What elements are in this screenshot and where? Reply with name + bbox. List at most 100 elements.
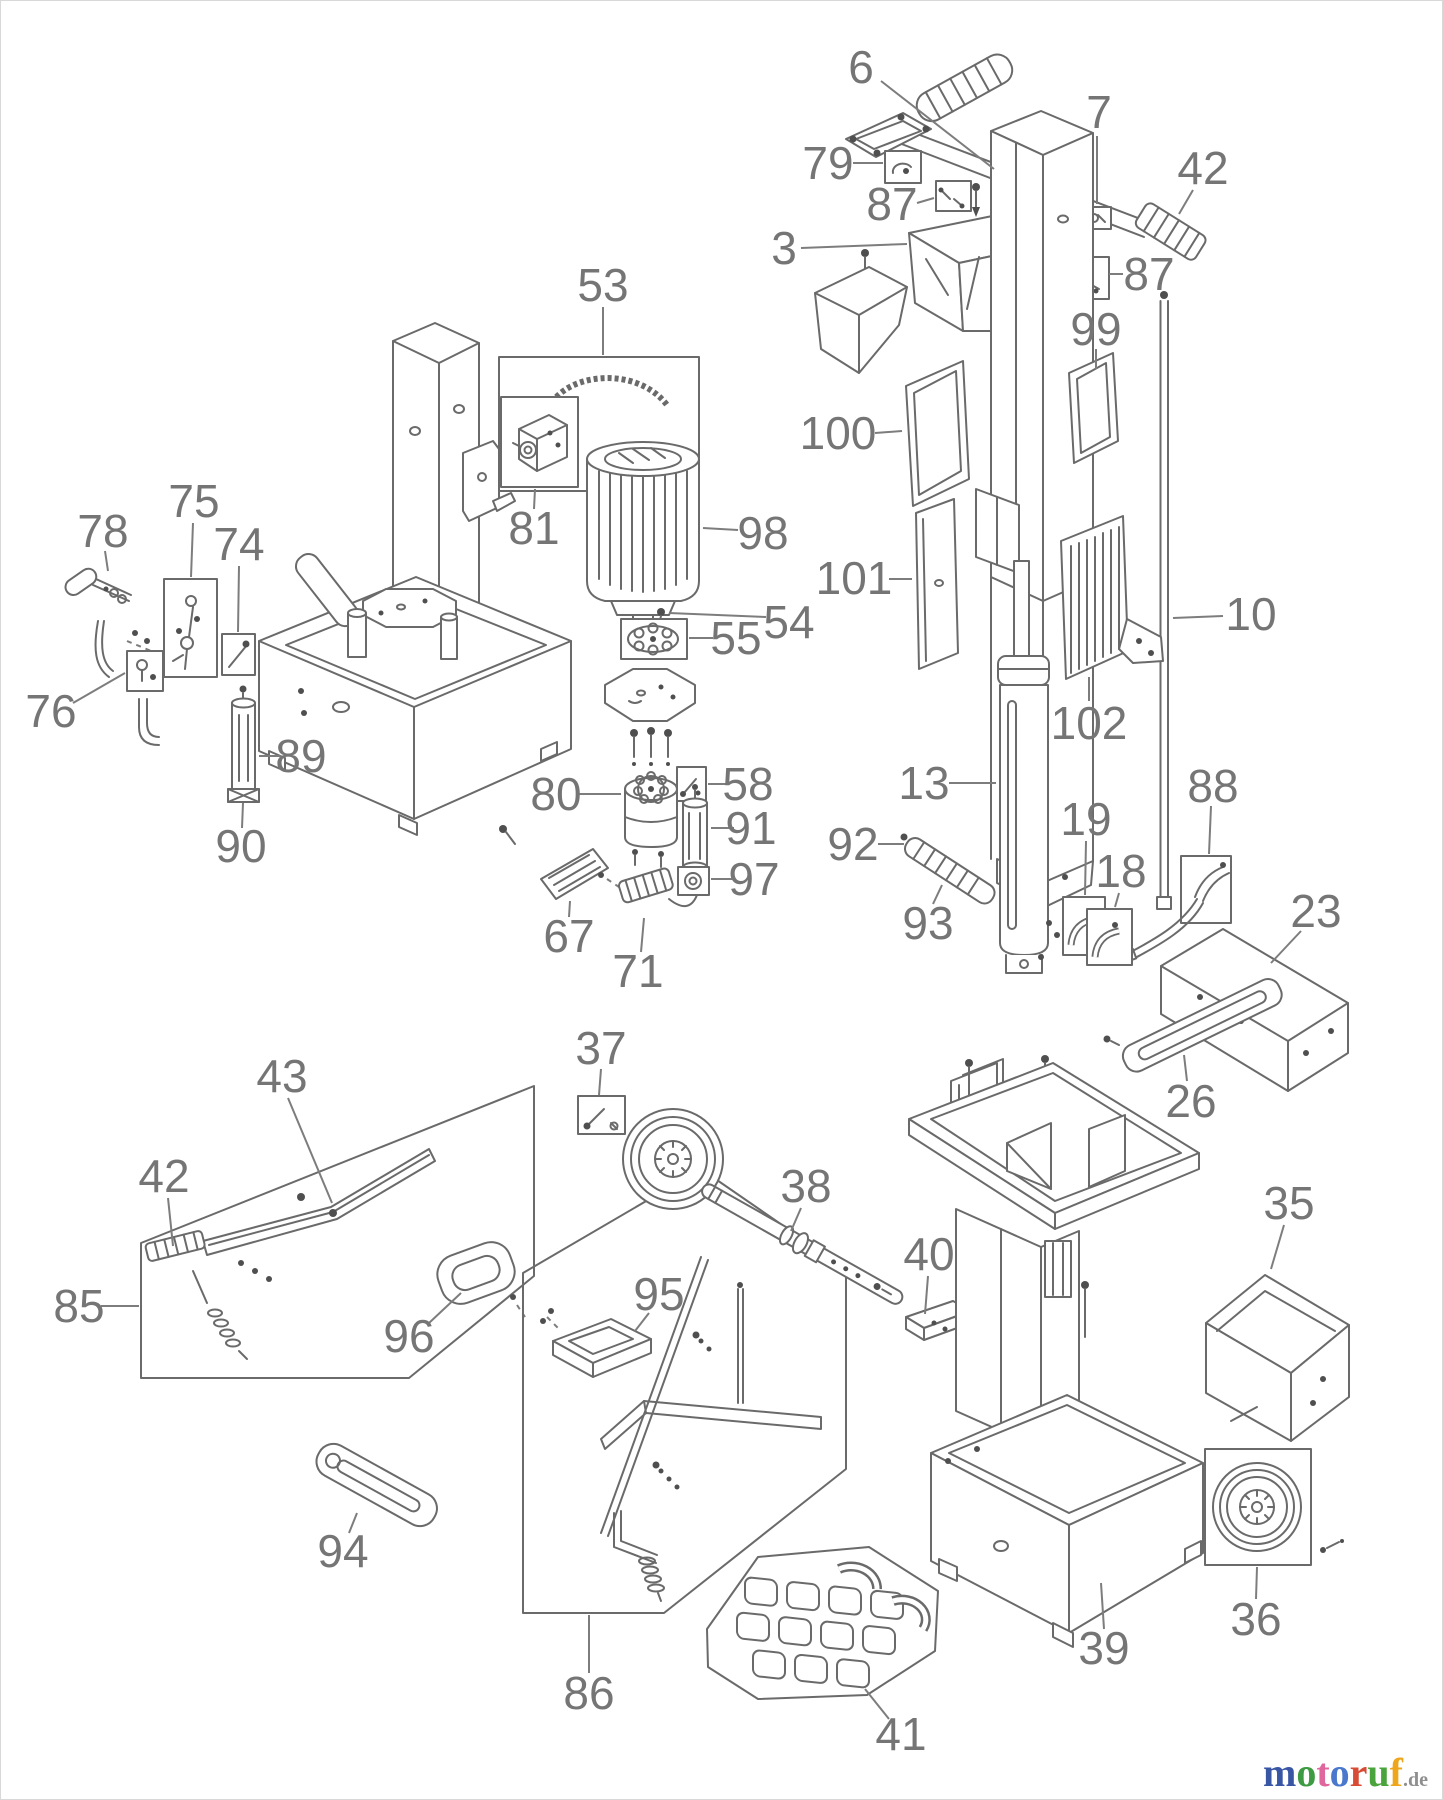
leader-line-36-50 [1255,1566,1258,1600]
leader-line-26-19 [1183,1054,1188,1082]
part-26-slotted-bar [1103,978,1283,1073]
part-label-81-21: 81 [508,502,559,554]
part-100-frame [905,360,970,507]
part-label-98-22: 98 [737,507,788,559]
leader-line-42-4 [1178,189,1194,215]
part-label-7-1: 7 [1086,86,1112,138]
part-97-fitting-box [677,866,710,896]
part-pump-bolts [630,727,672,766]
leader-line-35-49 [1270,1224,1285,1270]
leader-line-78-31 [104,550,109,572]
part-label-97-28: 97 [728,853,779,905]
part-label-3-5: 3 [771,222,797,274]
part-label-37-41: 37 [575,1022,626,1074]
leader-line-95-44 [634,1312,650,1332]
part-label-35-49: 35 [1263,1177,1314,1229]
part-label-95-44: 95 [633,1268,684,1320]
part-label-86-46: 86 [563,1667,614,1719]
part-41-grid-plate [706,1546,939,1700]
part-label-90-36: 90 [215,820,266,872]
part-10-rod [1118,291,1172,910]
part-39-body [908,1055,1204,1648]
watermark-letter: m [1263,1750,1297,1795]
part-label-94-45: 94 [317,1525,368,1577]
leader-line-93-17 [932,884,943,905]
part-96-handle-bracket [436,1241,526,1318]
part-base-tray [258,553,572,836]
part-label-39-48: 39 [1078,1622,1129,1674]
part-label-92-14: 92 [827,818,878,870]
part-label-71-30: 71 [612,945,663,997]
part-label-100-8: 100 [800,407,877,459]
part-label-80-26: 80 [530,768,581,820]
part-87-box-top [935,180,972,212]
part-label-79-2: 79 [802,137,853,189]
leader-line-38-42 [790,1207,802,1232]
leader-line-42-38 [167,1197,174,1247]
part-85-group-box [140,1085,535,1379]
part-89-return-tube [227,685,260,803]
part-13-cylinder [997,560,1050,974]
part-76-box [126,650,164,746]
watermark-letter: t [1316,1750,1330,1795]
part-label-89-35: 89 [275,730,326,782]
part-label-38-42: 38 [780,1160,831,1212]
part-86-group-box [522,1168,847,1614]
leader-line-74-33 [237,565,240,633]
leader-line-54-23 [668,612,767,618]
watermark-letter: r [1349,1750,1368,1795]
leader-line-71-30 [640,917,645,953]
part-55-fan-coupling-box [620,618,688,660]
part-label-85-37: 85 [53,1280,104,1332]
part-label-10-10: 10 [1225,588,1276,640]
part-pump-mount-plate [604,668,696,722]
leader-line-98-22 [702,527,739,531]
watermark-letter: o [1329,1750,1350,1795]
leader-line-90-36 [241,802,244,829]
part-wheel [622,1108,724,1210]
part-18-elbow-box [1086,908,1133,966]
watermark-suffix: .de [1403,1769,1428,1791]
watermark-letter: f [1389,1750,1403,1795]
part-label-74-33: 74 [213,518,264,570]
part-36-wheel-box [1204,1448,1344,1566]
part-label-42-38: 42 [138,1150,189,1202]
leader-line-18-16 [1114,892,1120,908]
watermark-motoruf: motoruf.de [1263,1749,1438,1796]
leader-line-100-8 [874,430,903,434]
part-35-cover [1205,1274,1350,1442]
part-label-91-27: 91 [725,802,776,854]
part-101-panel [915,498,959,670]
part-label-54-23: 54 [763,596,814,648]
part-log-guide [814,249,908,374]
leader-line-67-29 [568,900,571,918]
leader-line-40-43 [924,1275,929,1315]
part-label-55-24: 55 [710,612,761,664]
leader-line-23-18 [1270,930,1302,964]
part-label-43-39: 43 [256,1050,307,1102]
part-label-41-47: 41 [875,1708,926,1760]
part-handle-pad [845,112,932,158]
part-label-42-4: 42 [1177,142,1228,194]
leader-line-88-13 [1208,805,1212,855]
part-label-101-9: 101 [816,552,893,604]
leader-line-96-40 [428,1292,462,1324]
leader-line-81-21 [533,488,536,510]
part-label-19-15: 19 [1060,793,1111,845]
leader-line-94-45 [348,1512,358,1534]
leader-line-76-34 [72,672,126,704]
part-81-switch [500,396,579,488]
part-75-valve-box [163,578,218,678]
part-71-hose-fitting [618,867,698,907]
part-label-26-19: 26 [1165,1075,1216,1127]
leader-line-43-39 [287,1097,333,1204]
part-label-13-12: 13 [898,757,949,809]
part-label-18-16: 18 [1095,845,1146,897]
leader-line-6-0 [880,80,995,170]
part-67-cover-plate [540,848,620,900]
part-102-panel [1060,515,1129,680]
part-80-pump [499,771,678,868]
part-label-53-20: 53 [577,259,628,311]
part-label-99-7: 99 [1070,303,1121,355]
part-label-23-18: 23 [1290,885,1341,937]
